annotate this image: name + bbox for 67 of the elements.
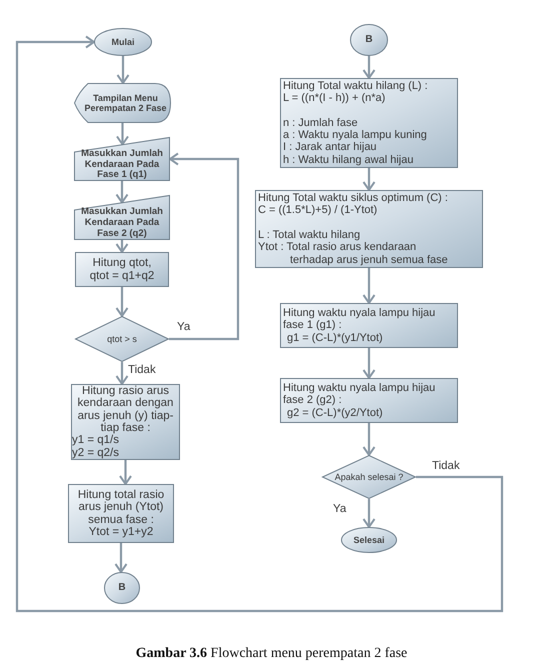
step-text: Hitung rasio arus kendaraan dengan arus jenuh (y) tiap-tiap fase : <box>76 384 174 434</box>
flow-arrow <box>116 362 128 385</box>
display-shape <box>74 83 171 123</box>
process-box <box>71 384 180 460</box>
formula-text: L = ((n*(I - h)) + (n*a) <box>283 92 386 105</box>
definition-text: L : Total waktu hilang <box>258 228 362 242</box>
decision-diamond <box>322 455 416 499</box>
flow-arrow <box>119 460 132 485</box>
process-box <box>280 303 458 348</box>
flow-arrow <box>116 123 129 146</box>
node-label: Tampilan Menu Perempatan 2 Fase <box>83 92 168 114</box>
edge-label: Tidak <box>128 364 156 377</box>
process-box <box>280 78 458 168</box>
process-box <box>68 484 174 543</box>
formula-text: g2 = (C-L)*(y2/Ytot) <box>286 406 384 420</box>
flow-arrow <box>362 268 376 304</box>
step-text: Hitung waktu nyala lampu hijau fase 2 (g2) : <box>283 382 436 407</box>
flow-arrow <box>169 152 240 340</box>
flow-arrow <box>116 181 128 204</box>
formula-text: g1 = (C-L)*(y1/Ytot) <box>286 332 384 344</box>
process-box <box>75 252 169 287</box>
edge-label: Tidak <box>432 460 460 473</box>
node-label: B <box>364 34 374 46</box>
flow-arrow <box>114 543 128 573</box>
definition-text: n : Jumlah fase <box>283 116 359 129</box>
flow-arrow <box>16 36 504 612</box>
start-terminal <box>94 28 152 56</box>
definition-text: I : Jarak antar hijau <box>283 141 378 154</box>
flow-arrow <box>362 499 376 528</box>
edge-label: Ya <box>177 321 190 334</box>
node-label: Selesai <box>352 534 386 546</box>
flow-arrow <box>362 56 376 79</box>
decision-diamond <box>75 316 169 362</box>
node-label: B <box>117 582 127 594</box>
node-label: Mulai <box>110 36 136 48</box>
flow-arrow <box>362 423 376 456</box>
process-box <box>255 190 483 268</box>
node-label: Apakah selesai ? <box>334 472 404 482</box>
step-text: Hitung Total waktu siklus optimum (C) : <box>258 192 449 204</box>
formula-text: C = ((1.5*L)+5) / (1-Ytot) <box>258 204 378 217</box>
formula-text: y1 = q1/s <box>72 434 120 447</box>
definition-text: Ytot : Total rasio arus kendaraan terhadap arus jenuh semua fase <box>258 241 449 266</box>
formula-text: y2 = q2/s <box>72 446 120 460</box>
node-label: Masukkan Jumlah Kendaraan Pada Fase 2 (q2) <box>80 207 164 240</box>
step-text: Hitung waktu nyala lampu hijau fase 1 (g1) : <box>283 306 436 332</box>
definition-text: a : Waktu nyala lampu kuning <box>283 129 428 142</box>
step-text: Hitung Total waktu hilang (L) : <box>283 80 429 92</box>
formula-text: qtot = q1+q2 <box>88 270 156 282</box>
formula-text: Ytot = y1+y2 <box>88 526 154 538</box>
flow-arrow <box>116 240 128 253</box>
connector-circle <box>104 572 140 604</box>
definition-text: h : Waktu hilang awal hijau <box>283 154 414 166</box>
process-box <box>280 378 458 423</box>
step-text: Hitung total rasio arus jenuh (Ytot) semua fase : <box>76 488 166 526</box>
figure-caption: Gambar 3.6 Flowchart menu perempatan 2 fase <box>134 645 408 663</box>
flow-arrow <box>362 348 376 379</box>
edge-label: Ya <box>333 503 346 516</box>
flow-arrow <box>116 287 128 317</box>
flow-arrow <box>116 56 130 84</box>
node-label: Masukkan Jumlah Kendaraan Pada Fase 1 (q1) <box>80 148 164 182</box>
node-label: qtot > s <box>106 334 138 344</box>
step-text: Hitung qtot, <box>92 257 152 270</box>
end-terminal <box>341 527 397 553</box>
manual-input-shape <box>74 195 170 240</box>
flow-arrow <box>362 168 376 191</box>
connector-circle <box>350 24 388 56</box>
manual-input-shape <box>74 137 170 181</box>
